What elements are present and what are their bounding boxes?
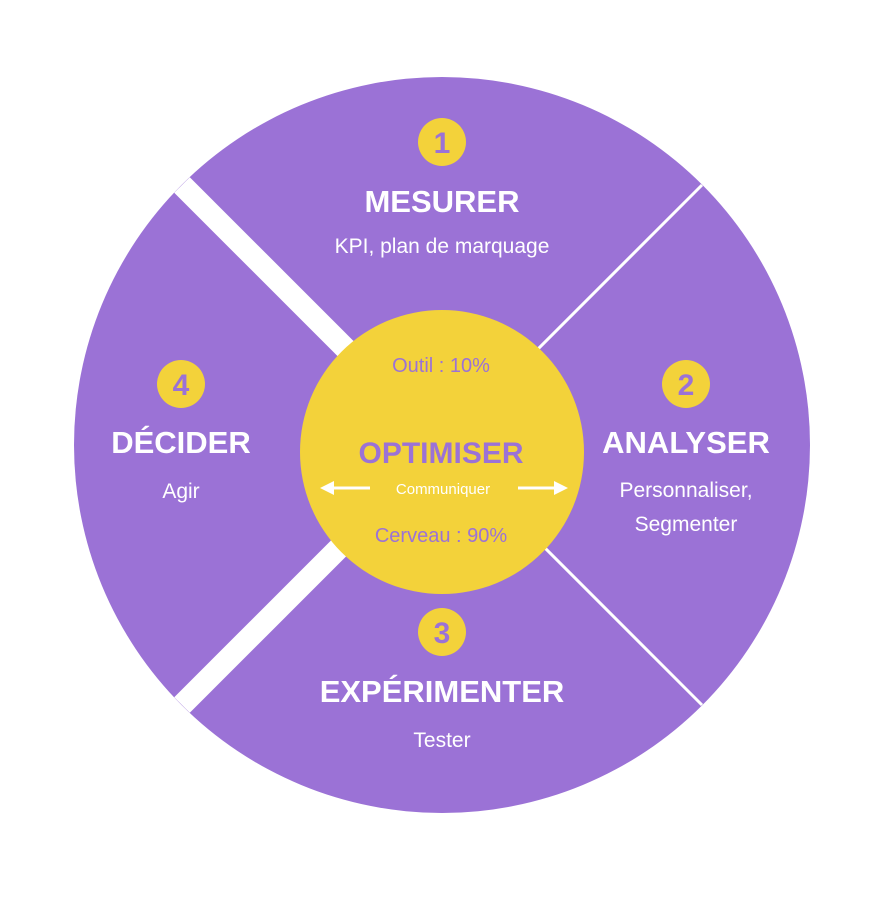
step-1-number-badge xyxy=(418,118,466,166)
step-4-title: DÉCIDER xyxy=(111,425,251,460)
center-circle xyxy=(300,310,584,594)
step-3-subtitle: Tester xyxy=(413,729,470,752)
step-2-number: 2 xyxy=(678,369,695,402)
step-1-title: MESURER xyxy=(364,184,519,219)
step-2-title: ANALYSER xyxy=(602,425,770,460)
center-top-label: Outil : 10% xyxy=(392,355,490,377)
step-3-title: EXPÉRIMENTER xyxy=(320,674,565,709)
step-4-number-badge xyxy=(157,360,205,408)
step-3-number-badge xyxy=(418,608,466,656)
arrow-left-head-icon xyxy=(320,481,334,495)
center-content: Outil : 10% OPTIMISER Communiquer Cervea… xyxy=(320,355,568,547)
step-4-subtitle: Agir xyxy=(162,480,199,503)
step-2-subtitle-line-1: Personnaliser, xyxy=(619,479,752,502)
center-title: OPTIMISER xyxy=(358,437,523,470)
step-1-number: 1 xyxy=(434,127,451,160)
step-1-subtitle: KPI, plan de marquage xyxy=(335,235,550,258)
arrow-right-head-icon xyxy=(554,481,568,495)
step-2-number-badge xyxy=(662,360,710,408)
step-1-mesurer: 1 MESURER KPI, plan de marquage xyxy=(335,118,550,258)
step-4-number: 4 xyxy=(173,369,190,402)
step-4-decider: 4 DÉCIDER Agir xyxy=(111,360,251,503)
step-2-subtitle-line-2: Segmenter xyxy=(635,513,738,536)
step-3-experimenter: 3 EXPÉRIMENTER Tester xyxy=(320,608,565,752)
step-3-number: 3 xyxy=(434,617,451,650)
center-middle-label: Communiquer xyxy=(396,481,490,498)
center-bottom-label: Cerveau : 90% xyxy=(375,525,508,547)
step-2-analyser: 2 ANALYSER Personnaliser, Segmenter xyxy=(602,360,770,536)
